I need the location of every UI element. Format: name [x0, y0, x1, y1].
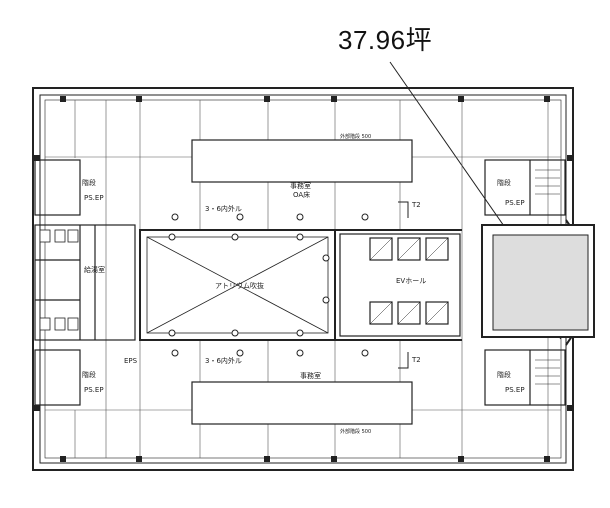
stair-treads — [535, 169, 560, 385]
t2-label-bottom: T2 — [411, 356, 421, 364]
corridor-bottom-label: 3・6内外ル — [205, 356, 242, 365]
area-label: 37.96坪 — [338, 25, 433, 55]
stair-lower-right-label: 階段 — [497, 370, 511, 379]
ev-hall-label: EVホール — [396, 277, 426, 285]
room-lower-label: 事務室 — [300, 371, 321, 380]
ext-top-label: 外部階段 500 — [340, 133, 371, 140]
rental-room — [481, 224, 595, 338]
eps-label: EPS — [124, 357, 138, 365]
atrium-label: アトリウム吹抜 — [215, 281, 264, 290]
stair-lower-left-sub: PS.EP — [84, 386, 104, 394]
room-upper-label: 事務室 — [290, 181, 311, 190]
right-cores — [484, 159, 566, 406]
stair-lower-left-label: 階段 — [82, 370, 96, 379]
stair-upper-right-sub: PS.EP — [505, 199, 525, 207]
stair-upper-right-label: 階段 — [497, 178, 511, 187]
stair-upper-left-sub: PS.EP — [84, 194, 104, 202]
highlighted-area — [492, 234, 589, 331]
t2-label-top: T2 — [411, 201, 421, 209]
lower-desk-block — [191, 381, 413, 425]
ext-bottom-label: 外部階段 500 — [340, 428, 371, 435]
left-toilets — [39, 229, 79, 331]
left-core — [34, 159, 136, 406]
stair-lower-right-sub: PS.EP — [505, 386, 525, 394]
upper-desk-block — [191, 139, 413, 183]
wc-left-label: 給湯室 — [84, 265, 105, 274]
elevator-bank — [339, 233, 461, 337]
stair-upper-left-label: 階段 — [82, 178, 96, 187]
room-upper-sub-label: OA床 — [293, 190, 310, 199]
corridor-top-label: 3・6内外ル — [205, 204, 242, 213]
columns — [34, 96, 573, 462]
atrium-dots — [168, 213, 369, 357]
t2-markers — [398, 201, 409, 369]
